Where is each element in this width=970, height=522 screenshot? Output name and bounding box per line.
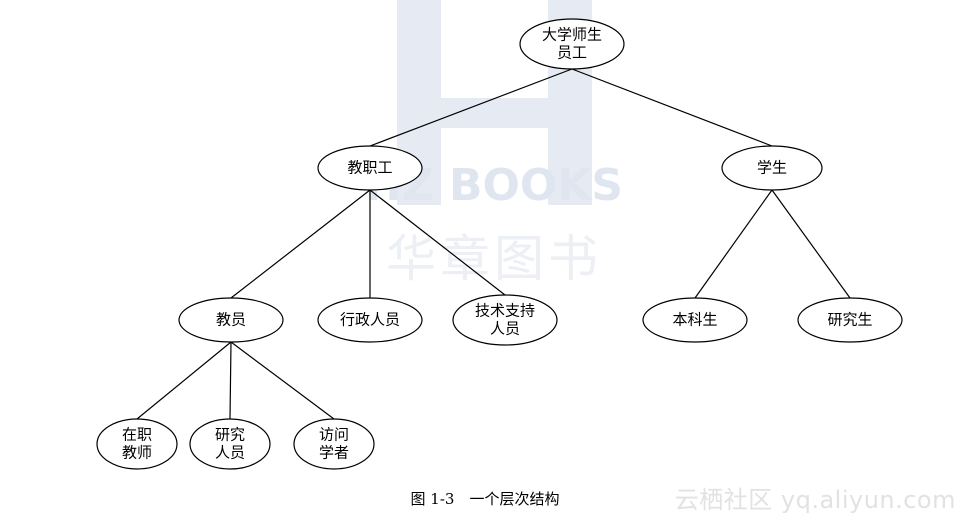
node-students: 学生 [721, 145, 823, 191]
tree-nodes: 大学师生员工教职工学生教员行政人员技术支持人员本科生研究生在职教师研究人员访问学… [96, 18, 903, 470]
node-ellipse [189, 418, 271, 470]
edge-staff-teachers [230, 189, 371, 299]
node-label: 行政人员 [340, 311, 400, 329]
node-label: 访问 [319, 426, 349, 444]
node-ellipse [293, 418, 375, 470]
node-ellipse [452, 294, 558, 346]
node-ellipse [96, 418, 178, 470]
node-label: 教师 [122, 444, 152, 462]
node-ellipse [642, 297, 748, 343]
edge-root-students [571, 68, 773, 147]
watermark-cjk-text: 华章图书 [386, 230, 602, 288]
node-admin: 行政人员 [317, 297, 423, 343]
node-label: 学生 [757, 159, 787, 177]
node-label: 研究 [215, 426, 245, 444]
node-label: 学者 [319, 444, 349, 462]
node-ellipse [317, 297, 423, 343]
node-ellipse [721, 145, 823, 191]
node-label: 研究生 [827, 311, 872, 329]
node-ellipse [519, 18, 625, 70]
edge-staff-tech [369, 189, 506, 296]
node-label: 人员 [490, 320, 520, 338]
node-staff: 教职工 [317, 145, 423, 191]
node-label: 教员 [216, 311, 246, 329]
node-label: 在职 [122, 426, 152, 444]
node-label: 人员 [215, 444, 245, 462]
node-label: 本科生 [672, 311, 717, 329]
tree-edges [136, 68, 851, 420]
edge-students-undergrad [694, 189, 773, 299]
node-label: 技术支持 [475, 302, 535, 320]
node-label: 大学师生 [542, 26, 602, 44]
edge-root-staff [369, 68, 573, 147]
node-ellipse [317, 145, 423, 191]
node-grad: 研究生 [797, 297, 903, 343]
node-label: 教职工 [347, 159, 392, 177]
edge-teachers-fulltime [136, 341, 232, 420]
site-watermark: 云栖社区 yq.aliyun.com [674, 486, 956, 514]
node-teachers: 教员 [178, 297, 284, 343]
node-ellipse [797, 297, 903, 343]
edge-teachers-research [229, 341, 232, 420]
node-ellipse [178, 297, 284, 343]
node-label: 员工 [557, 44, 587, 62]
node-undergrad: 本科生 [642, 297, 748, 343]
edge-students-grad [771, 189, 851, 299]
edge-teachers-visiting [230, 341, 335, 420]
figure-caption: 图 1-3 一个层次结构 [410, 490, 560, 508]
